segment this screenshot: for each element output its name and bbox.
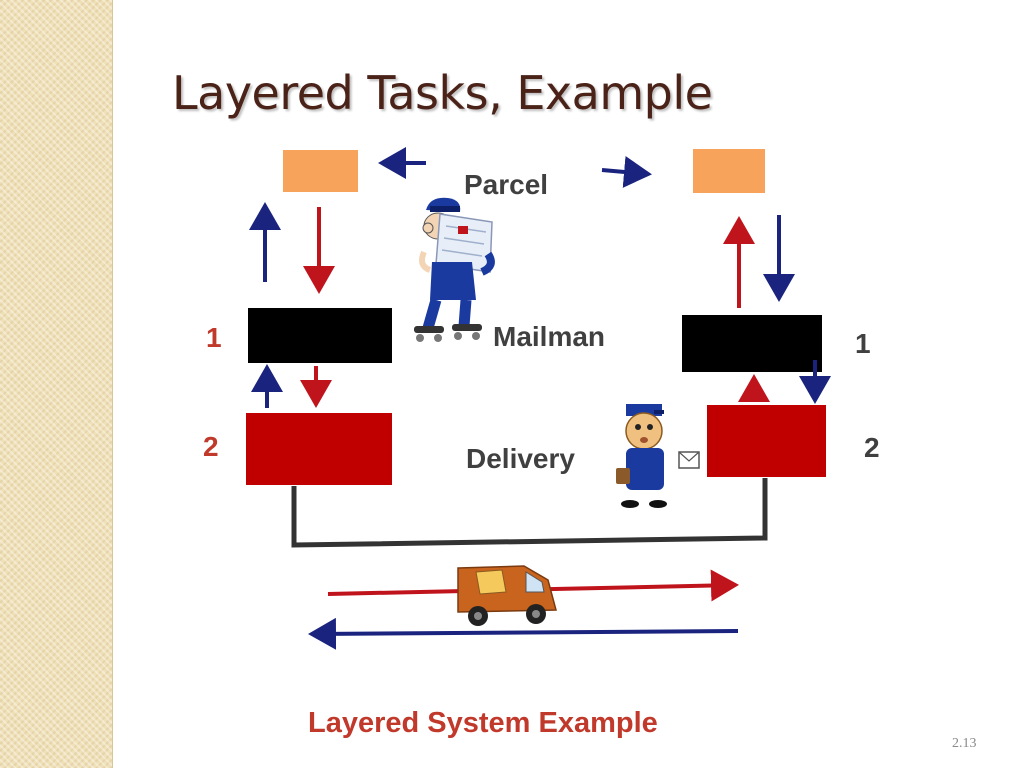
parcel-label: Parcel (464, 169, 548, 200)
left-parcel-box (283, 150, 358, 192)
slide-title: Layered Tasks, Example (172, 66, 713, 120)
delivery-van-icon (457, 565, 557, 626)
right-layer1-box (682, 315, 822, 372)
delivery-person-icon (616, 404, 667, 508)
arrow-transport-left (308, 617, 739, 650)
right-parcel-box (693, 149, 765, 193)
right-layer1-number: 1 (855, 328, 871, 359)
arrow-parcel-right (601, 155, 652, 188)
mailman-figure-icon (414, 197, 495, 342)
delivery-label: Delivery (466, 443, 575, 474)
mailman-label: Mailman (493, 321, 605, 352)
left-layer2-box (246, 413, 392, 485)
left-layer1-box (248, 308, 392, 363)
left-layer2-number: 2 (203, 431, 219, 462)
diagram-caption: Layered System Example (308, 707, 658, 739)
slide-number: 2.13 (952, 736, 977, 751)
right-layer2-number: 2 (864, 432, 880, 463)
physical-link-line (291, 478, 768, 548)
side-decoration-band (0, 0, 113, 768)
left-layer1-number: 1 (206, 322, 222, 353)
envelope-icon (678, 451, 700, 469)
right-layer2-box (707, 405, 826, 477)
